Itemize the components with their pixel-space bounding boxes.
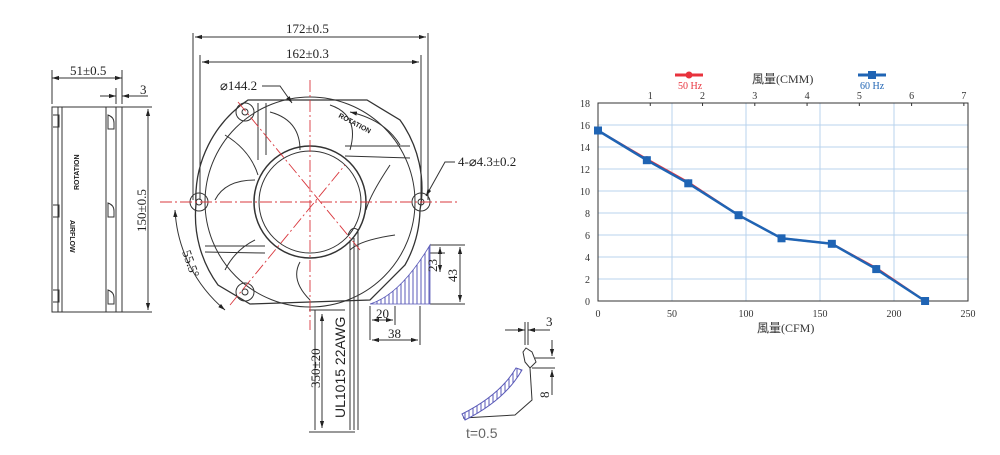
thickness-label: t=0.5 [466,425,498,441]
detail-dim-3: 3 [546,314,553,329]
legend-60hz-label: 60 Hz [860,81,885,92]
x-axis-label: 風量(CFM) [757,321,814,335]
detail-view-drawing [461,322,555,421]
data-point [594,126,602,135]
legend-50hz-label: 50 Hz [678,81,703,92]
chart-series [594,126,930,305]
legend-60hz: 60 Hz [858,71,886,92]
y-tick-label: 10 [580,187,590,198]
y-axis-ticks: 0 2 4 6 8 10 12 14 16 18 [580,99,590,308]
x-tick-label: 250 [961,309,976,320]
side-rotation-label: ROTATION [74,154,81,190]
x2-tick-label: 4 [805,91,810,102]
series-line [597,129,926,302]
plot-frame [597,102,969,302]
data-point [872,265,881,274]
x2-tick-label: 5 [857,91,862,102]
y-tick-label: 4 [585,253,590,264]
x-tick-label: 150 [813,309,828,320]
series-line [597,129,926,303]
dim-23: 23 [425,259,440,272]
x-tick-label: 100 [739,309,754,320]
x-tick-label: 50 [667,309,677,320]
chart-grid [598,103,968,301]
x2-axis-label: 風量(CMM) [752,72,813,86]
x-axis-ticks: 0 50 100 150 200 250 [596,309,976,320]
x2-tick-label: 1 [648,91,653,102]
detail-dim-8: 8 [537,392,552,399]
side-airflow-label: AIRFLOW [68,220,75,253]
x2-axis-ticks: 1 2 3 4 5 6 7 [648,91,966,106]
square-marker-icon [868,71,876,79]
angle-dim: 55.5° [179,248,203,279]
y-tick-label: 6 [585,231,590,242]
x2-tick-label: 7 [961,91,966,102]
dim-43: 43 [445,269,460,282]
overall-width-dim: 172±0.5 [286,21,329,36]
mount-width-dim: 162±0.3 [286,46,329,61]
data-point [684,179,693,188]
y-tick-label: 16 [580,121,590,132]
y-tick-label: 0 [585,297,590,308]
x2-tick-label: 6 [909,91,914,102]
diameter-dim: ⌀144.2 [220,78,257,93]
x2-tick-label: 3 [752,91,757,102]
side-height-dim: 150±0.5 [134,189,149,232]
dim-38: 38 [388,326,401,341]
wire-spec: UL1015 22AWG [332,317,348,418]
legend-50hz: 50 Hz [675,71,703,92]
y-tick-label: 14 [580,143,590,154]
side-flange-dim: 3 [140,82,147,97]
lead-length-dim: 350±20 [308,348,323,388]
y-tick-label: 2 [585,275,590,286]
x-tick-label: 0 [596,309,601,320]
side-width-dim: 51±0.5 [70,63,106,78]
data-point [921,297,930,305]
y-tick-label: 12 [580,165,590,176]
y-tick-label: 18 [580,99,590,110]
x-tick-label: 200 [887,309,902,320]
circle-marker-icon [685,71,693,79]
rotation-label: ROTATION [337,113,372,136]
y-tick-label: 8 [585,209,590,220]
data-point [827,239,836,248]
front-view-drawing [160,33,465,433]
x2-tick-label: 2 [700,91,705,102]
data-point [777,234,786,243]
hole-dim: 4-⌀4.3±0.2 [458,154,516,169]
data-point [642,156,651,165]
data-point [734,211,743,220]
side-view-drawing [51,70,152,313]
dim-20: 20 [376,306,389,321]
